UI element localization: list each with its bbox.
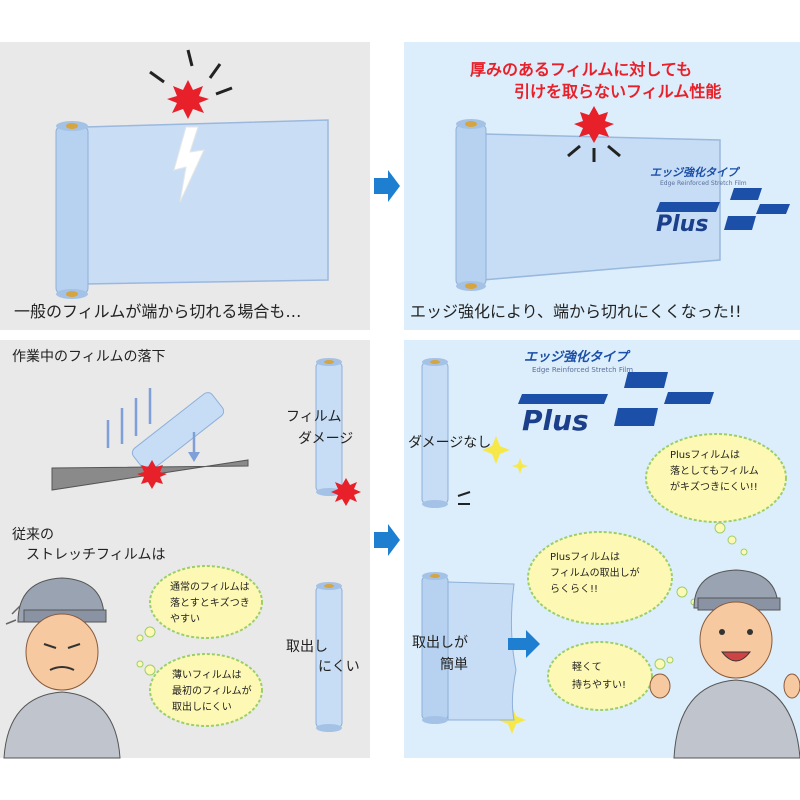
damage-label-line1: フィルム — [286, 409, 342, 425]
easy-label-line1: 取出しが — [412, 635, 468, 651]
damage-label-line2: ダメージ — [298, 431, 354, 447]
bubble2-line3: 取出しにくい — [172, 702, 232, 713]
undamaged-roll-illustration — [421, 358, 471, 508]
burst-icon — [149, 49, 233, 119]
plus-bubble1-line1: Plusフィルムは — [670, 450, 740, 461]
plus-bubble3-line2: 持ちやすい! — [572, 680, 627, 691]
plus-logo: エッジ強化タイプ Edge Reinforced Stretch Film Pl… — [650, 164, 790, 244]
bubble2-line2: 最初のフィルムが — [172, 686, 252, 697]
worried-worker-avatar — [3, 577, 121, 759]
plus-logo-icon — [656, 188, 790, 230]
bubble1-line3: やすい — [170, 614, 200, 625]
caption-edge-film: エッジ強化により、端から切れにくくなった!! — [410, 302, 742, 321]
drop-title: 作業中のフィルムの落下 — [12, 349, 166, 365]
damaged-roll-illustration — [315, 358, 361, 506]
panel-plus-film: エッジ強化タイプ Edge Reinforced Stretch Film Pl… — [404, 340, 800, 759]
plus-bubble3-line1: 軽くて — [572, 662, 602, 673]
hard-label-line2: にくい — [318, 659, 360, 675]
bubble2-line1: 薄いフィルムは — [172, 670, 242, 681]
bubble1-line1: 通常のフィルムは — [170, 582, 250, 593]
panel-edge-film: 厚みのあるフィルムに対しても 引けを取らないフィルム性能 エッジ強化タイプ Ed… — [404, 42, 800, 330]
logo-word: Plus — [522, 404, 589, 437]
film-roll-tearing-illustration — [55, 119, 329, 299]
logo-subtitle: Edge Reinforced Stretch Film — [660, 180, 747, 187]
burst-icon — [137, 460, 167, 489]
plus-bubble2-line3: らくらく!! — [550, 584, 599, 595]
arrow-right-icon — [508, 630, 540, 658]
bubble1-line2: 落とすとキズつき — [170, 598, 250, 609]
conventional-line2: ストレッチフィルムは — [26, 547, 166, 563]
happy-worker-avatar — [649, 569, 800, 759]
easy-label-line2: 簡単 — [440, 657, 468, 673]
panel-conventional: 作業中のフィルムの落下 フィルム ダメージ 従来の ストレッチフィルムは — [0, 340, 370, 759]
easy-roll-illustration — [421, 572, 517, 724]
no-damage-label: ダメージなし — [408, 435, 492, 451]
headline-line1: 厚みのあるフィルムに対しても — [470, 60, 693, 79]
thought-bubbles — [527, 433, 787, 711]
logo-word: Plus — [656, 212, 709, 237]
conventional-line1: 従来の — [12, 527, 54, 543]
logo-subtitle: Edge Reinforced Stretch Film — [532, 366, 634, 374]
plus-logo-icon — [518, 372, 714, 426]
thought-bubbles — [136, 565, 263, 727]
plus-bubble2-line1: Plusフィルムは — [550, 552, 620, 563]
logo-tag: エッジ強化タイプ — [524, 350, 629, 365]
plus-logo: エッジ強化タイプ Edge Reinforced Stretch Film Pl… — [518, 346, 718, 446]
panel-normal-film: 一般のフィルムが端から切れる場合も… — [0, 42, 370, 330]
burst-icon — [567, 106, 621, 162]
hard-label-line1: 取出し — [286, 639, 328, 655]
plus-bubble2-line2: フィルムの取出しが — [550, 568, 640, 579]
caption-normal-film: 一般のフィルムが端から切れる場合も… — [14, 302, 302, 321]
headline-line2: 引けを取らないフィルム性能 — [514, 82, 722, 101]
plus-bubble1-line3: がキズつきにくい!! — [670, 482, 758, 493]
logo-tag: エッジ強化タイプ — [650, 166, 738, 179]
hard-roll-illustration — [315, 582, 343, 732]
plus-bubble1-line2: 落としてもフィルム — [670, 466, 759, 477]
edge-film-roll-illustration — [455, 119, 721, 291]
